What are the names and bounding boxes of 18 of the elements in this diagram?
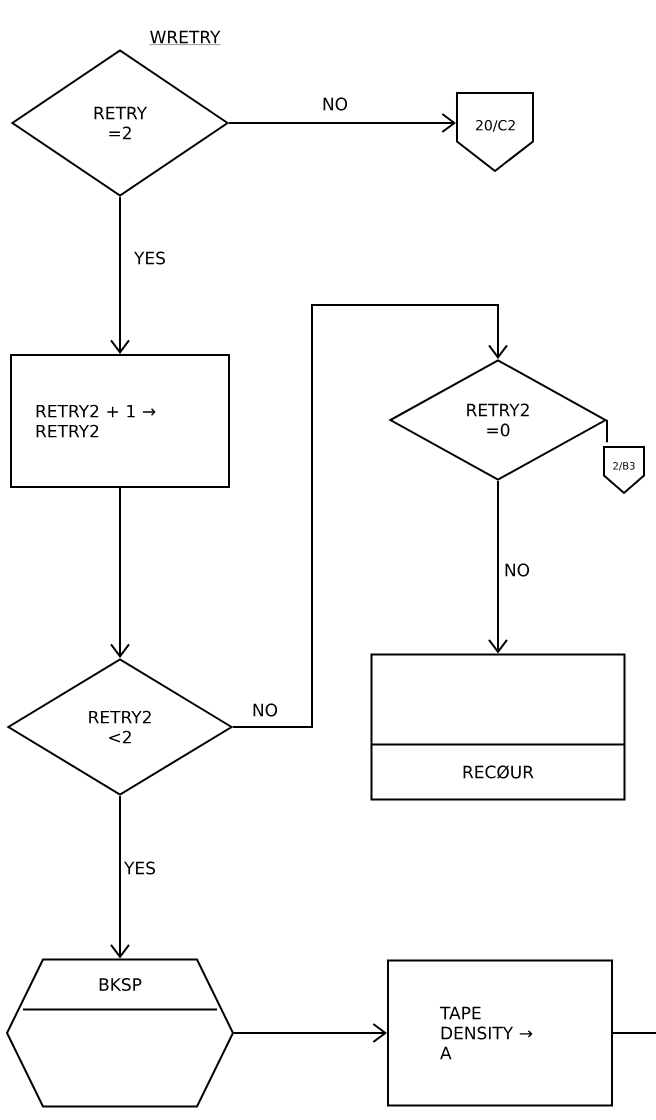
arrow [110,487,130,658]
edge-label: NO [502,562,532,578]
edge-label: YES [123,860,157,876]
arrow [232,304,508,728]
arrow [488,480,508,654]
arrow [228,113,456,133]
edge-label: NO [320,96,350,112]
edge-label: YES [133,250,167,266]
off-page-connector: 2/B3 [603,446,645,495]
arrow [110,196,130,354]
arrow [233,1023,387,1043]
process-box: RETRY2 + 1 → RETRY2 [10,354,230,488]
title: WRETRY [149,30,221,45]
edge-label: NO [250,702,280,718]
off-page-connector: 20/C2 [456,92,534,173]
arrow [110,795,130,959]
process-box: TAPE DENSITY → A [387,959,613,1107]
process-box: RECØUR [370,653,626,801]
